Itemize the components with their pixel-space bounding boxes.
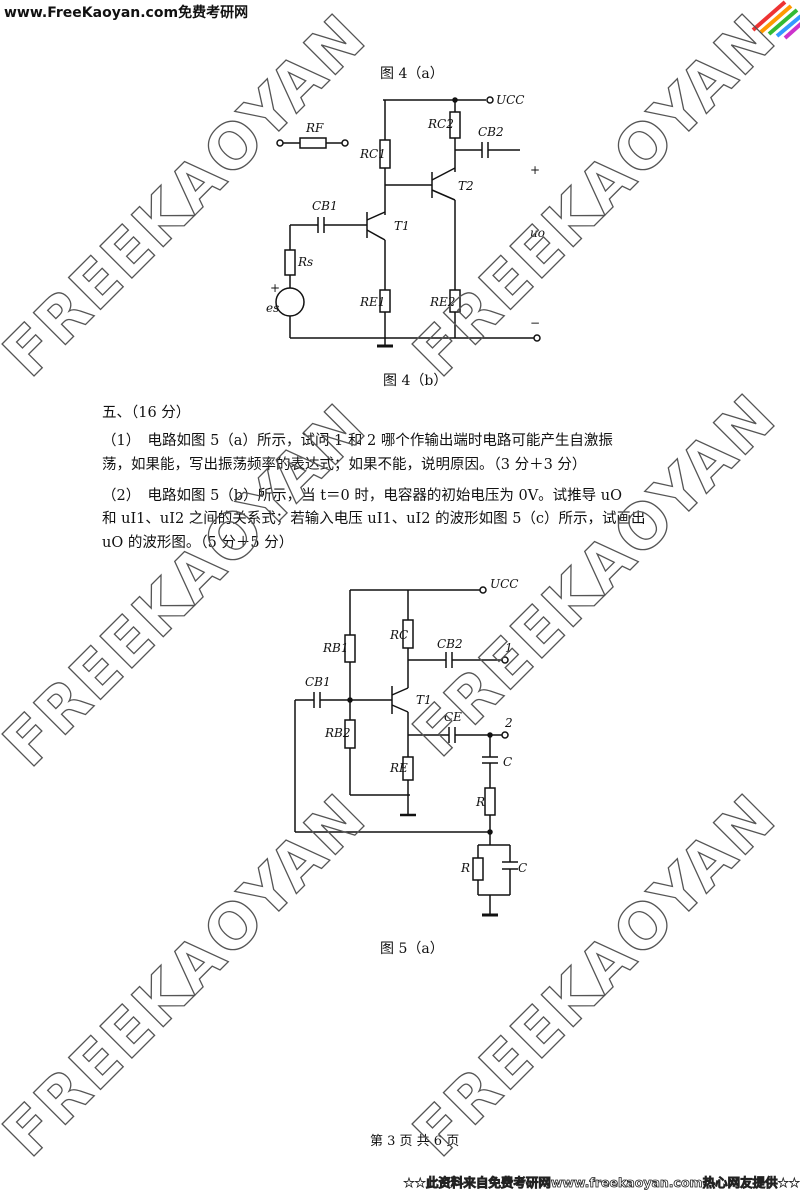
label-re1: RE1 [359, 295, 385, 309]
fig4a-caption: 图 4（a） [380, 66, 444, 82]
label-rc1: RC1 [359, 147, 386, 161]
circuit-fig5a: UCC RB1 RB2 RC CB2 1 CB1 T1 RE CE 2 C R … [294, 577, 527, 917]
question-title: 五、（16 分） [102, 405, 191, 421]
label-rc: RC [389, 628, 408, 642]
label-c2: C [518, 861, 527, 875]
question-line: （1） 电路如图 5（a）所示，试问 1 和 2 哪个作输出端时电路可能产生自激… [102, 433, 613, 449]
question-line: （2） 电路如图 5（b）所示，当 t＝0 时，电容器的初始电压为 0V。试推导… [102, 488, 623, 504]
label-rb1: RB1 [322, 641, 349, 655]
question-line: uO 的波形图。（5 分＋5 分） [102, 535, 294, 551]
label-t1: T1 [394, 219, 410, 233]
label-rf: RF [305, 121, 324, 135]
label-rc2: RC2 [427, 117, 454, 131]
circuit-fig4b: UCC RC1 RC2 CB2 + T2 RF CB1 T1 Rs + es R… [266, 93, 545, 348]
label-cb1: CB1 [305, 675, 331, 689]
label-re: RE [389, 761, 408, 775]
page-number: 第 3 页 共 6 页 [370, 1134, 460, 1149]
label-rs: Rs [297, 255, 313, 269]
label-cb2: CB2 [437, 637, 463, 651]
fig5a-caption: 图 5（a） [380, 941, 444, 957]
label-minus-out: − [530, 316, 540, 330]
label-r2: R [460, 861, 470, 875]
label-cb2: CB2 [478, 125, 504, 139]
label-ce: CE [444, 710, 462, 724]
label-node-1: 1 [505, 641, 513, 655]
label-re2: RE2 [429, 295, 455, 309]
label-t2: T2 [458, 179, 474, 193]
label-rb2: RB2 [324, 726, 351, 740]
label-plus-out: + [530, 163, 540, 177]
label-plus-src: + [270, 281, 280, 295]
footer-banner[interactable]: ★★此资料来自免费考研网www.freekaoyan.com热心网友提供★★ [403, 1175, 800, 1191]
fig4b-caption: 图 4（b） [383, 373, 448, 389]
question-line: 和 uI1、uI2 之间的关系式；若输入电压 uI1、uI2 的波形如图 5（c… [102, 511, 646, 527]
logo-icon [751, 0, 800, 40]
label-c1: C [503, 755, 512, 769]
question-line: 荡，如果能，写出振荡频率的表达式；如果不能，说明原因。（3 分＋3 分） [102, 457, 587, 473]
label-node-2: 2 [504, 716, 513, 730]
label-r1: R [475, 795, 485, 809]
label-ucc: UCC [496, 93, 524, 107]
label-es: es [266, 301, 279, 315]
label-cb1: CB1 [312, 199, 338, 213]
label-uo: uo [530, 226, 545, 240]
label-ucc: UCC [490, 577, 518, 591]
label-t1: T1 [416, 693, 432, 707]
site-header[interactable]: www.FreeKaoyan.com免费考研网 [4, 5, 249, 21]
